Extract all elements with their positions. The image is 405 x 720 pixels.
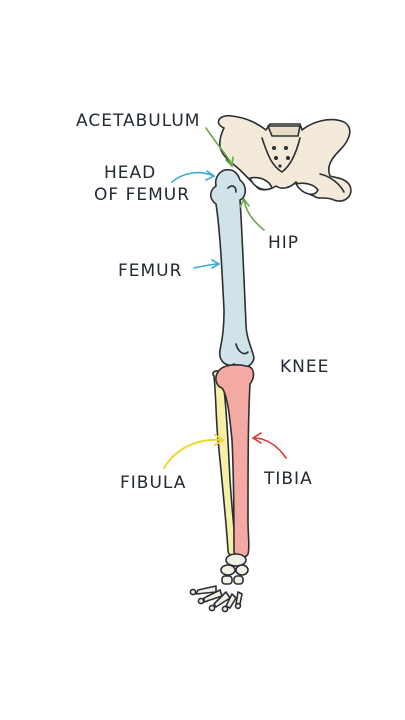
- tibia-bone: [215, 364, 255, 559]
- femur-bone: [209, 168, 255, 369]
- label-fibula: FIBULA: [120, 473, 186, 493]
- label-acetabulum: ACETABULUM: [76, 111, 200, 131]
- label-knee: KNEE: [280, 357, 329, 377]
- arrow-femur: [193, 259, 221, 269]
- label-head-of-femur-line1: HEAD: [104, 163, 156, 183]
- label-hip: HIP: [268, 233, 299, 253]
- arrow-fibula: [163, 434, 225, 469]
- arrow-acetabulum: [205, 127, 234, 168]
- label-femur: FEMUR: [118, 261, 182, 281]
- pelvis: [217, 114, 352, 202]
- label-tibia: TIBIA: [263, 469, 313, 489]
- foot-bones: [189, 553, 249, 613]
- arrow-head-of-femur: [171, 170, 216, 183]
- arrow-tibia: [251, 432, 287, 459]
- label-head-of-femur-line2: OF FEMUR: [94, 185, 190, 205]
- arrow-hip: [239, 197, 265, 231]
